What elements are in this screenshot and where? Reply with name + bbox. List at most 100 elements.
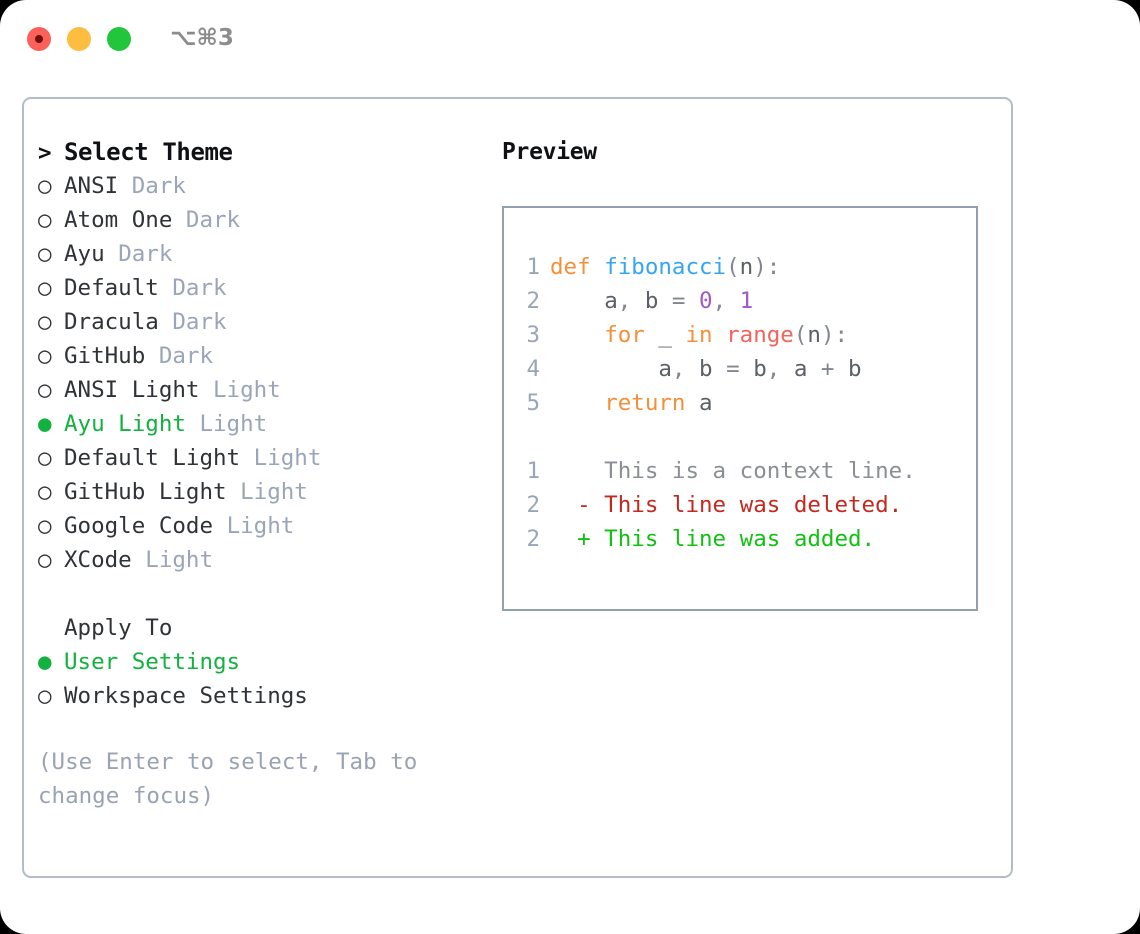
radio-unselected-icon: ○ xyxy=(38,275,52,301)
code-diff-separator xyxy=(516,420,970,454)
code-token: return xyxy=(604,390,686,416)
line-number: 4 xyxy=(526,356,540,382)
radio-unselected-icon: ○ xyxy=(38,207,52,233)
theme-picker-title: Select Theme xyxy=(64,138,233,166)
theme-variant-badge: Light xyxy=(253,445,322,471)
code-token: a xyxy=(604,288,618,314)
code-line: 3 for _ in range(n): xyxy=(516,318,970,352)
code-token: 1 xyxy=(739,288,754,314)
apply-to-option[interactable]: ● User Settings xyxy=(38,645,478,679)
theme-option-label: Google Code xyxy=(64,513,227,539)
theme-option[interactable]: ○Ayu Dark xyxy=(38,237,478,271)
theme-option-label: ANSI Light xyxy=(64,377,214,403)
theme-variant-badge: Dark xyxy=(172,309,227,335)
theme-picker-column: >Select Theme ○ANSI Dark○Atom One Dark○A… xyxy=(38,135,478,813)
theme-option[interactable]: ○ Atom One Dark xyxy=(38,203,478,237)
diff-line-text: This is a context line. xyxy=(550,458,916,484)
theme-variant-badge: Dark xyxy=(185,207,241,233)
minimize-window-button[interactable] xyxy=(67,27,91,51)
code-token: ( xyxy=(793,322,808,348)
diff-line-text: + This line was added. xyxy=(550,526,876,552)
section-spacer xyxy=(38,577,478,611)
keyboard-hint-text: (Use Enter to select, Tab to change focu… xyxy=(38,749,418,809)
theme-variant-badge: Dark xyxy=(158,343,214,369)
code-token: b xyxy=(753,356,767,382)
radio-unselected-icon: ○ xyxy=(38,377,52,403)
theme-option[interactable]: ○Default Dark xyxy=(38,271,478,305)
theme-variant-badge: Light xyxy=(226,513,295,539)
line-number: 3 xyxy=(526,322,540,348)
code-token xyxy=(550,322,604,348)
theme-variant-badge: Dark xyxy=(172,275,227,301)
code-line: 2 a, b = 0, 1 xyxy=(516,284,970,318)
apply-to-list: ● User Settings ○ Workspace Settings xyxy=(38,645,478,713)
code-token: b xyxy=(699,356,713,382)
radio-selected-icon: ● xyxy=(38,411,52,437)
theme-variant-badge: Light xyxy=(145,547,214,573)
radio-unselected-icon: ○ xyxy=(38,547,52,573)
cursor-icon: > xyxy=(38,140,52,166)
theme-option-label: ANSI xyxy=(64,173,132,199)
code-token: ( xyxy=(726,254,740,280)
theme-option-label: GitHub xyxy=(64,343,159,369)
code-token: b xyxy=(848,356,862,382)
radio-unselected-icon: ○ xyxy=(38,683,52,709)
theme-option[interactable]: ○ GitHub Dark xyxy=(38,339,478,373)
code-token: _ xyxy=(658,322,672,348)
radio-unselected-icon: ○ xyxy=(38,343,52,369)
apply-to-option-label: Workspace Settings xyxy=(64,683,308,709)
code-line: 5 return a xyxy=(516,386,970,420)
radio-unselected-icon: ○ xyxy=(38,479,52,505)
theme-option[interactable]: ○GitHub Light Light xyxy=(38,475,478,509)
line-number: 2 xyxy=(526,288,540,314)
apply-to-option[interactable]: ○ Workspace Settings xyxy=(38,679,478,713)
radio-unselected-icon: ○ xyxy=(38,513,52,539)
theme-option[interactable]: ○ Dracula Dark xyxy=(38,305,478,339)
theme-option[interactable]: ○ANSI Dark xyxy=(38,169,478,203)
apply-to-option-label: User Settings xyxy=(64,649,241,675)
diff-line: 1 This is a context line. xyxy=(516,454,970,488)
code-token: 0 xyxy=(699,288,713,314)
close-icon xyxy=(35,35,43,43)
code-token: range xyxy=(726,322,794,348)
theme-option-label: Atom One xyxy=(64,207,186,233)
theme-variant-badge: Light xyxy=(240,479,308,505)
code-token xyxy=(550,356,658,382)
theme-option[interactable]: ●Ayu Light Light xyxy=(38,407,478,441)
theme-option[interactable]: ○ XCode Light xyxy=(38,543,478,577)
theme-option[interactable]: ○Default Light Light xyxy=(38,441,478,475)
theme-variant-badge: Light xyxy=(213,377,281,403)
line-number: 2 xyxy=(526,526,540,552)
theme-variant-badge: Dark xyxy=(118,241,173,267)
code-token: a xyxy=(658,356,672,382)
code-token: n xyxy=(739,254,754,280)
theme-option-label: Dracula xyxy=(64,309,173,335)
line-number: 2 xyxy=(526,492,540,518)
code-token: fibonacci xyxy=(604,254,727,280)
radio-unselected-icon: ○ xyxy=(38,309,52,335)
theme-variant-badge: Dark xyxy=(131,173,186,199)
code-token: = xyxy=(658,288,700,314)
theme-option-label: Ayu xyxy=(64,241,119,267)
preview-title: Preview xyxy=(502,139,597,165)
code-token: ): xyxy=(820,322,849,348)
radio-selected-icon: ● xyxy=(38,649,52,675)
theme-list: ○ANSI Dark○Atom One Dark○Ayu Dark○Defaul… xyxy=(38,169,478,577)
diff-line: 2 + This line was added. xyxy=(516,522,970,556)
maximize-window-button[interactable] xyxy=(107,27,131,51)
theme-option[interactable]: ○ Google Code Light xyxy=(38,509,478,543)
code-token xyxy=(645,322,659,348)
code-token: , xyxy=(766,356,794,382)
code-token: n xyxy=(807,322,821,348)
title-bar: ⌥⌘3 xyxy=(0,0,1140,78)
code-token: a xyxy=(793,356,808,382)
code-token xyxy=(713,322,727,348)
theme-option[interactable]: ○ ANSI Light Light xyxy=(38,373,478,407)
theme-option-label: XCode xyxy=(64,547,146,573)
code-token: a xyxy=(699,390,713,416)
